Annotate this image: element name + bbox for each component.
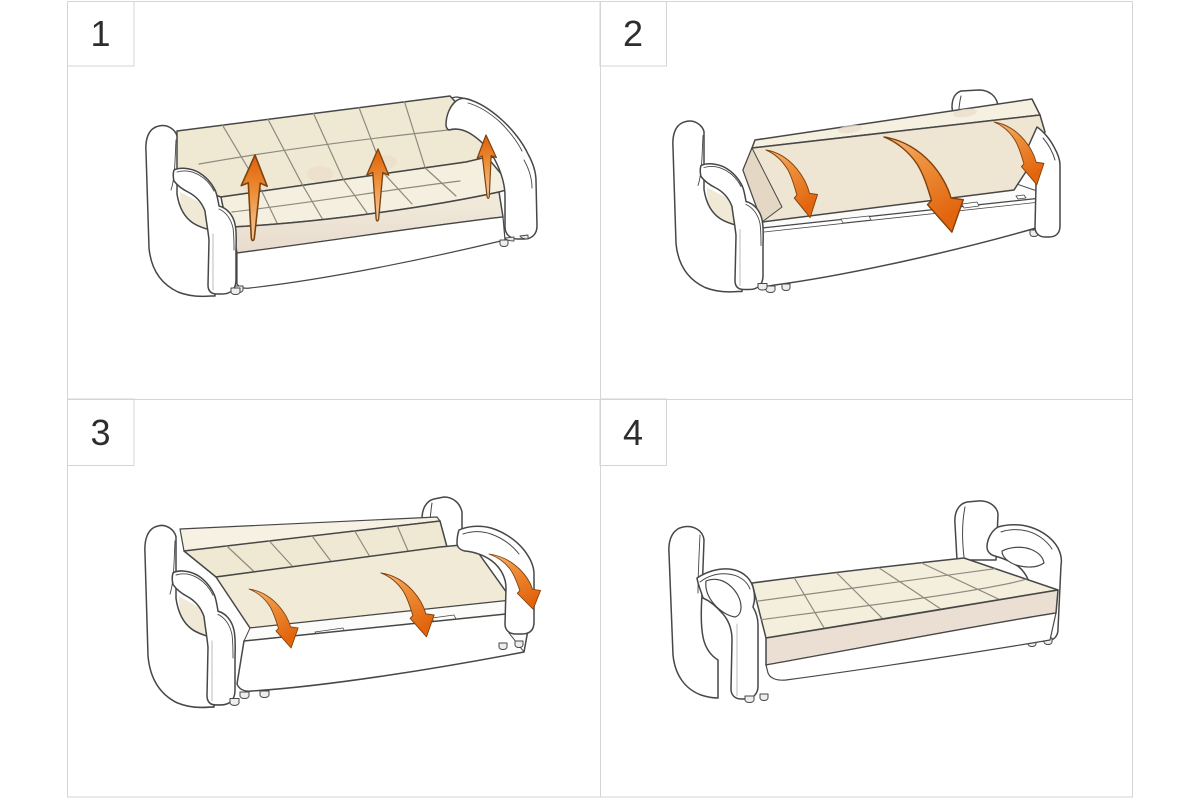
svg-text:4: 4 xyxy=(623,412,643,453)
svg-text:3: 3 xyxy=(90,412,110,453)
svg-text:2: 2 xyxy=(623,13,643,54)
svg-text:1: 1 xyxy=(90,13,110,54)
